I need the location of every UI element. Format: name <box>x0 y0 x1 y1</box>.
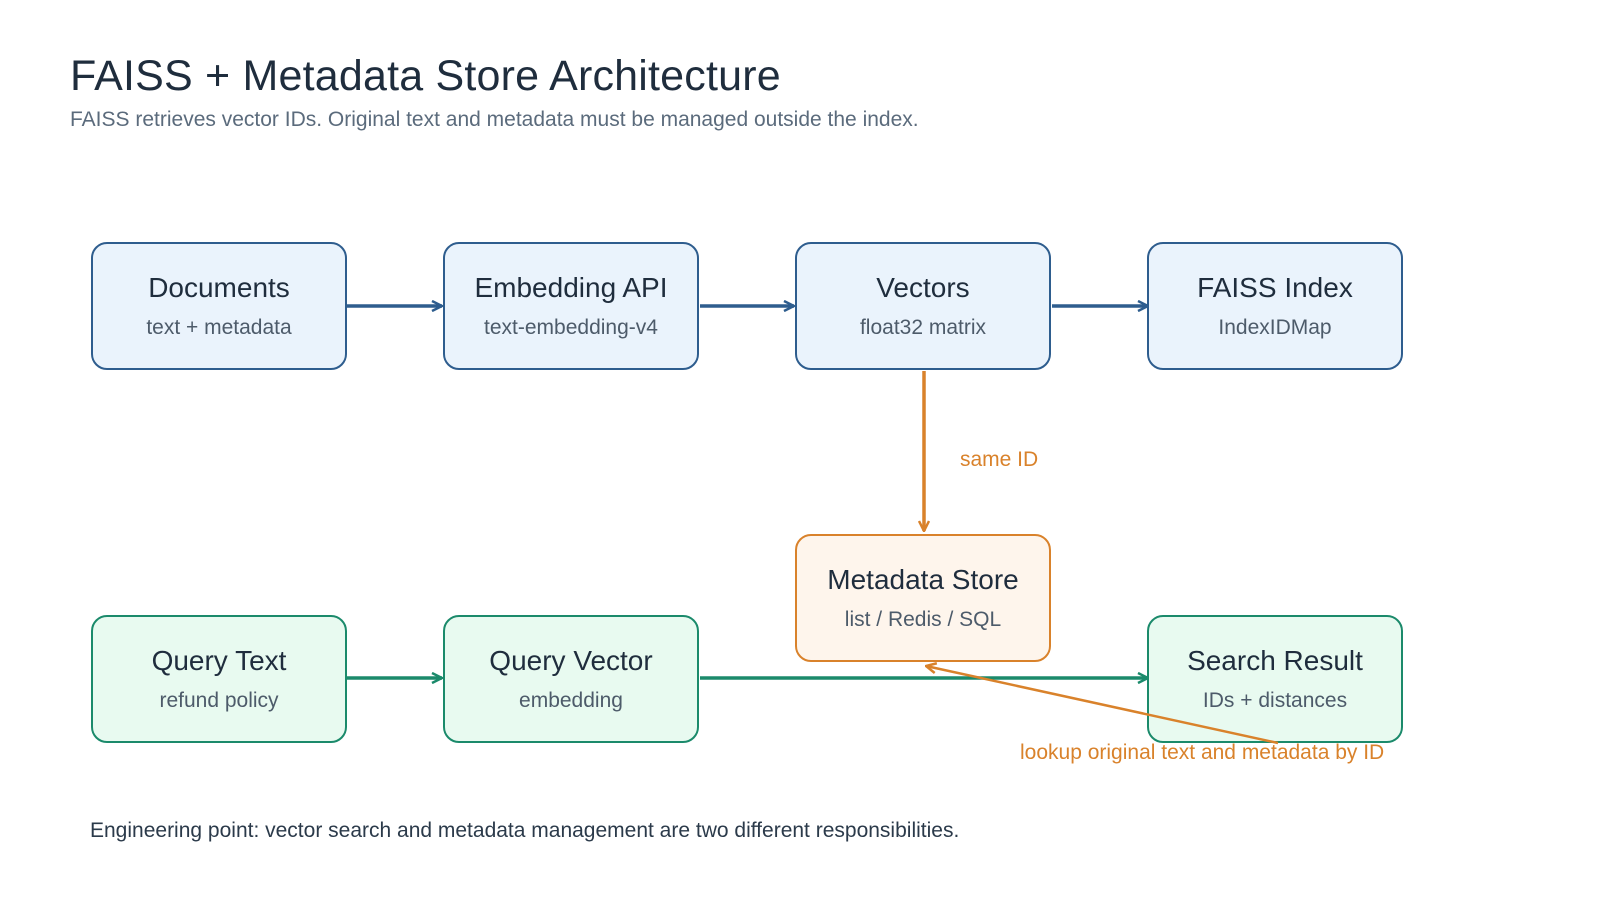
documents-subtitle: text + metadata <box>146 316 292 339</box>
query-text-title: Query Text <box>151 645 287 676</box>
search-result-title: Search Result <box>1187 645 1363 676</box>
same-id-label: same ID <box>960 448 1039 471</box>
page-subtitle: FAISS retrieves vector IDs. Original tex… <box>70 108 919 131</box>
faiss-index-subtitle: IndexIDMap <box>1218 316 1332 339</box>
vectors-node: Vectors float32 matrix <box>795 242 1051 370</box>
metadata-store-title: Metadata Store <box>827 564 1019 595</box>
metadata-store-node: Metadata Store list / Redis / SQL <box>795 534 1051 662</box>
query-text-node: Query Text refund policy <box>91 615 347 743</box>
engineering-footnote: Engineering point: vector search and met… <box>90 819 960 842</box>
query-vector-title: Query Vector <box>489 645 653 676</box>
query-vector-subtitle: embedding <box>519 689 623 712</box>
metadata-store-subtitle: list / Redis / SQL <box>844 608 1002 631</box>
page-title: FAISS + Metadata Store Architecture <box>70 52 781 100</box>
search-result-subtitle: IDs + distances <box>1202 689 1348 712</box>
query-vector-node: Query Vector embedding <box>443 615 699 743</box>
faiss-index-node: FAISS Index IndexIDMap <box>1147 242 1403 370</box>
edge-searchresult-to-metadata <box>926 666 1279 745</box>
documents-node: Documents text + metadata <box>91 242 347 370</box>
embedding-api-node: Embedding API text-embedding-v4 <box>443 242 699 370</box>
vectors-title: Vectors <box>876 272 970 303</box>
embedding-api-title: Embedding API <box>474 272 668 303</box>
lookup-label: lookup original text and metadata by ID <box>1020 741 1385 764</box>
faiss-index-title: FAISS Index <box>1197 272 1353 303</box>
embedding-api-subtitle: text-embedding-v4 <box>484 316 658 339</box>
query-text-subtitle: refund policy <box>159 689 279 712</box>
search-result-node: Search Result IDs + distances <box>1147 615 1403 743</box>
documents-title: Documents <box>148 272 290 303</box>
vectors-subtitle: float32 matrix <box>859 316 987 339</box>
